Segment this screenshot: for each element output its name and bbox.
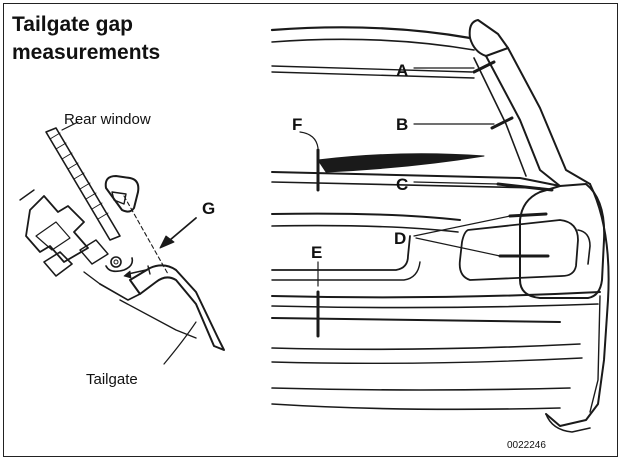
mark-b bbox=[490, 116, 514, 130]
gap-g-arrowhead bbox=[159, 235, 175, 249]
tailgate-profile bbox=[129, 264, 225, 351]
leader-f bbox=[299, 131, 319, 149]
mark-c bbox=[496, 182, 554, 192]
callout-a: A bbox=[396, 61, 408, 80]
wiper-arm bbox=[317, 153, 485, 173]
rear-window-glass bbox=[45, 127, 121, 241]
label-g: G bbox=[202, 199, 215, 218]
rear-view bbox=[270, 19, 610, 433]
tailgate-leader bbox=[163, 321, 197, 365]
hinge-bracket bbox=[104, 175, 140, 213]
tail-light-inner bbox=[458, 219, 579, 281]
spoiler bbox=[468, 19, 509, 57]
leader-d-top bbox=[413, 215, 511, 237]
figure-id: 0022246 bbox=[507, 440, 546, 451]
mark-a bbox=[472, 60, 496, 74]
weatherstrip-seal bbox=[110, 256, 122, 268]
roof-line-outer bbox=[270, 26, 472, 40]
title-line-1: Tailgate gap bbox=[12, 13, 133, 36]
gap-g-arrow-shaft bbox=[169, 217, 197, 241]
figure-frame bbox=[3, 3, 618, 457]
rear-window-leader bbox=[61, 121, 79, 131]
d-pillar-inner bbox=[473, 57, 527, 177]
leader-c bbox=[413, 181, 499, 185]
label-tailgate: Tailgate bbox=[86, 371, 138, 388]
gap-g-dashed-line bbox=[123, 195, 169, 275]
callout-c: C bbox=[396, 175, 408, 194]
title-line-2: measurements bbox=[12, 41, 161, 64]
body-panel bbox=[25, 195, 89, 263]
inset-cross-section bbox=[19, 121, 225, 365]
license-recess bbox=[271, 235, 411, 271]
callout-b: B bbox=[396, 115, 408, 134]
quarter-panel bbox=[545, 183, 610, 427]
bumper-top bbox=[271, 291, 601, 299]
tail-light-outer bbox=[519, 183, 606, 299]
mark-d-top bbox=[508, 212, 548, 218]
label-rear-window: Rear window bbox=[64, 111, 151, 128]
callout-d: D bbox=[394, 229, 406, 248]
leader-d-bottom bbox=[415, 237, 501, 257]
roof-line-inner bbox=[271, 38, 475, 51]
d-pillar-outer bbox=[485, 55, 561, 187]
callout-f: F bbox=[292, 115, 302, 134]
callout-e: E bbox=[311, 243, 322, 262]
